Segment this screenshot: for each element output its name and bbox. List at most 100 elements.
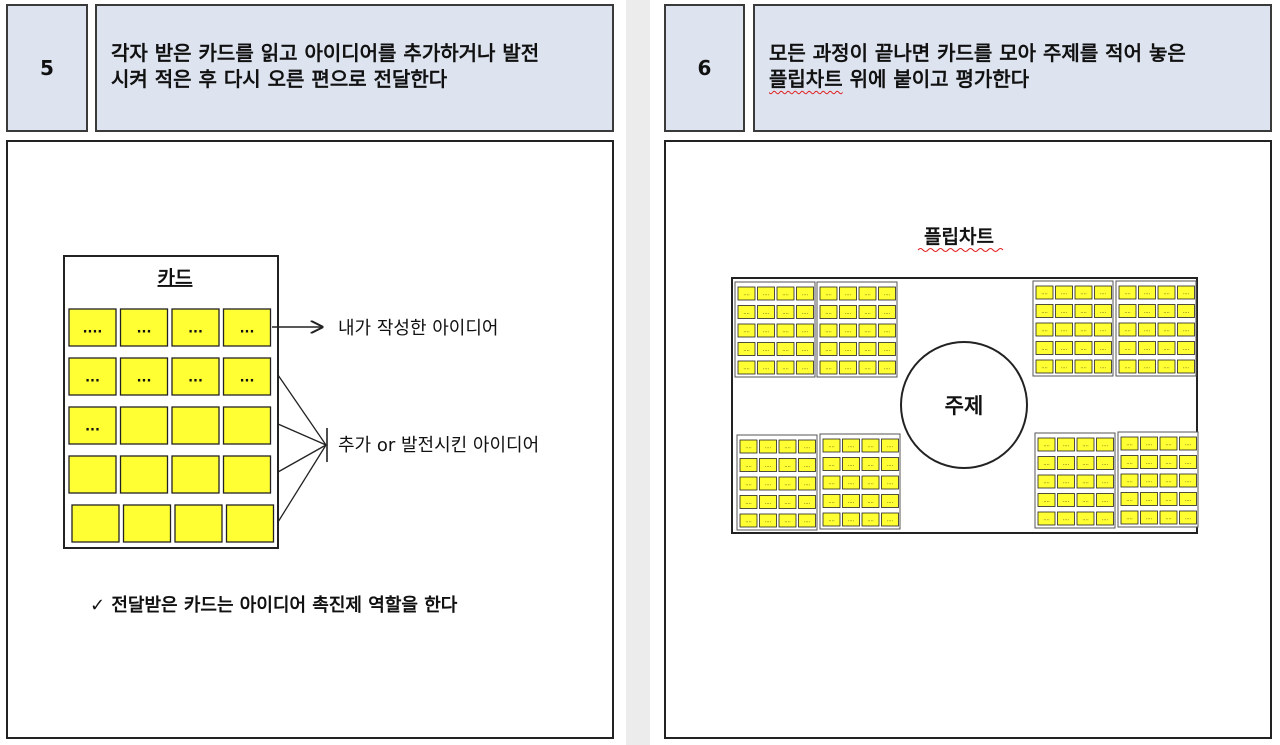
mini-card: [842, 475, 860, 490]
mini-card-text: ····: [743, 367, 750, 373]
mini-card-text: ····: [884, 367, 891, 373]
card-groups: ···· ···· ···· ···· ···· ···· ···· ···· ···· ····…: [734, 280, 1199, 531]
mini-card-text: ····: [845, 311, 852, 317]
mini-card: [1096, 511, 1114, 526]
mini-card-text: ····: [804, 464, 811, 470]
mini-card-text: ····: [864, 293, 871, 299]
mini-card: [819, 360, 838, 375]
mini-card-text: ····: [804, 501, 811, 507]
mini-card-text: ····: [1185, 498, 1192, 504]
mini-card: [1055, 359, 1073, 374]
card-role-note: ✓ 전달받은 카드는 아이디어 촉진제 역할을 한다: [90, 594, 458, 616]
mini-card: [881, 457, 899, 471]
mini-card: [861, 457, 880, 471]
mini-card-text: ····: [784, 446, 791, 452]
idea-card: [222, 357, 272, 396]
mini-card-text: ····: [867, 463, 874, 469]
mini-card: [1057, 437, 1075, 452]
mini-card: [757, 360, 775, 375]
flipchart-title-squiggle: [917, 248, 1004, 252]
mini-card-text: ····: [1165, 443, 1172, 449]
mini-card-text: ····: [867, 519, 874, 525]
mini-card: [1177, 304, 1195, 318]
mini-card-text: ····: [887, 482, 894, 488]
mini-card-text: ····: [1100, 292, 1107, 298]
mini-card-text: ····: [1165, 461, 1172, 467]
mini-card-text: ····: [1063, 499, 1070, 505]
mini-card: [822, 512, 841, 527]
topic-label: 주제: [945, 394, 984, 418]
mini-card: [842, 457, 860, 471]
mini-card: [1118, 304, 1137, 318]
mini-card: [1074, 322, 1093, 337]
mini-card-text: ····: [825, 311, 832, 317]
mini-card: [1118, 285, 1137, 300]
mini-card-text: ····: [1063, 481, 1070, 487]
mini-card: [822, 457, 841, 471]
mini-card-text: ····: [1041, 292, 1048, 298]
idea-card: [222, 406, 272, 445]
mini-card-text: ····: [884, 330, 891, 336]
mini-card-text: ····: [745, 464, 752, 470]
mini-card: [1138, 285, 1156, 300]
flipchart-diagram: 플립차트 ···································…: [731, 226, 1199, 534]
mini-card: [1074, 304, 1093, 318]
mini-card-text: ····: [1041, 347, 1048, 353]
idea-card: [222, 308, 272, 347]
mini-card: [1157, 285, 1176, 300]
mini-card: [798, 476, 816, 491]
mini-card: [1159, 436, 1178, 451]
mini-card-text: ····: [1102, 481, 1109, 487]
idea-card: [174, 504, 223, 543]
mini-card: [1159, 473, 1178, 488]
mini-card-text: ····: [1126, 517, 1133, 523]
mini-card: [737, 286, 756, 301]
mini-card: [1094, 322, 1112, 337]
mini-card: [757, 342, 775, 356]
mini-card: [1096, 474, 1114, 489]
mini-card: [796, 323, 814, 338]
mini-card: [839, 305, 857, 319]
mini-card-text: ····: [825, 367, 832, 373]
mini-card: [798, 495, 816, 509]
idea-card-text: ...: [85, 420, 100, 435]
mini-card-text: ····: [1100, 347, 1107, 353]
card-frame: [63, 255, 279, 549]
mini-card-text: ····: [802, 311, 809, 317]
mini-card: [796, 305, 814, 319]
mini-card: [1177, 359, 1195, 374]
idea-card-text: ...: [137, 371, 152, 386]
mini-card-text: ····: [1163, 347, 1170, 353]
mini-card: [861, 438, 880, 453]
mini-card: [1096, 456, 1114, 470]
mini-card: [1035, 285, 1054, 300]
mini-card-text: ····: [1124, 292, 1131, 298]
mini-card-text: ····: [1041, 329, 1048, 335]
mini-card-text: ····: [845, 293, 852, 299]
mini-card-text: ····: [1126, 443, 1133, 449]
mini-card: [1035, 322, 1054, 337]
mini-card: [778, 513, 797, 528]
mini-card: [1037, 437, 1056, 452]
mini-card: [858, 286, 877, 301]
mini-card: [737, 342, 756, 356]
mini-card: [1076, 437, 1095, 452]
mini-card-text: ····: [864, 367, 871, 373]
idea-card: [171, 406, 220, 445]
mini-card: [1055, 322, 1073, 337]
mini-card-text: ····: [1124, 347, 1131, 353]
mini-card-text: ····: [1163, 329, 1170, 335]
mini-card-text: ····: [1080, 329, 1087, 335]
mini-card-text: ····: [1043, 462, 1050, 468]
mini-card: [737, 360, 756, 375]
step-6-number-box: 6: [664, 4, 745, 132]
mini-card-text: ····: [804, 446, 811, 452]
idea-card-text: ...: [137, 322, 152, 337]
mini-card: [1140, 455, 1158, 469]
mini-card-text: ····: [802, 367, 809, 373]
mini-card-text: ····: [1061, 292, 1068, 298]
mini-card: [739, 458, 758, 472]
mini-card-text: ····: [848, 500, 855, 506]
step-6-text-end: 위에 붙이고 평가한다: [842, 67, 1030, 91]
mini-card: [1118, 322, 1137, 337]
